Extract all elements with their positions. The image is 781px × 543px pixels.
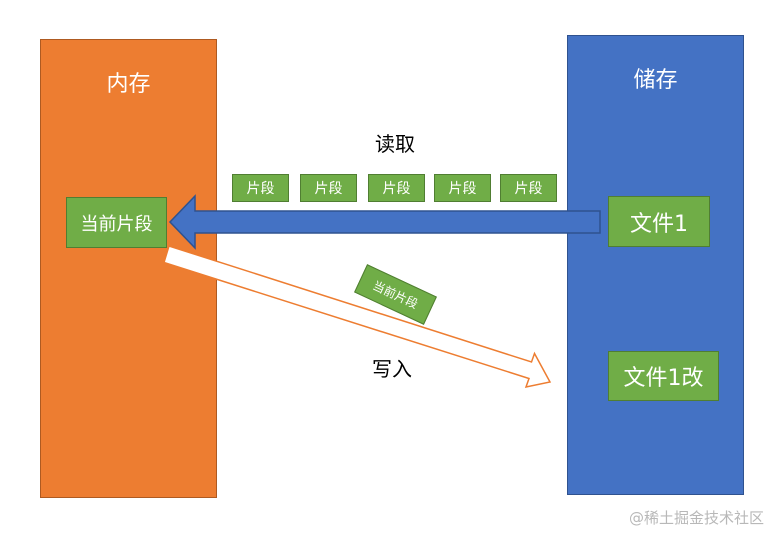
storage-title: 储存 — [633, 68, 678, 93]
read-arrow-icon — [168, 194, 601, 250]
segment-box-2: 片段 — [300, 174, 357, 202]
read-label: 读取 — [375, 132, 415, 156]
write-label: 写入 — [372, 357, 412, 381]
modified-file-box: 文件1改 — [608, 351, 719, 401]
current-segment-box: 当前片段 — [66, 197, 167, 248]
file-box: 文件1 — [608, 196, 710, 247]
segment-box-3: 片段 — [368, 174, 425, 202]
segment-box-1: 片段 — [232, 174, 289, 202]
watermark: @稀土掘金技术社区 — [628, 509, 764, 527]
storage-panel: 储存 — [567, 35, 744, 495]
memory-title: 内存 — [106, 72, 151, 97]
segment-box-5: 片段 — [500, 174, 557, 202]
segment-box-4: 片段 — [434, 174, 491, 202]
write-arrow-icon — [163, 245, 552, 389]
